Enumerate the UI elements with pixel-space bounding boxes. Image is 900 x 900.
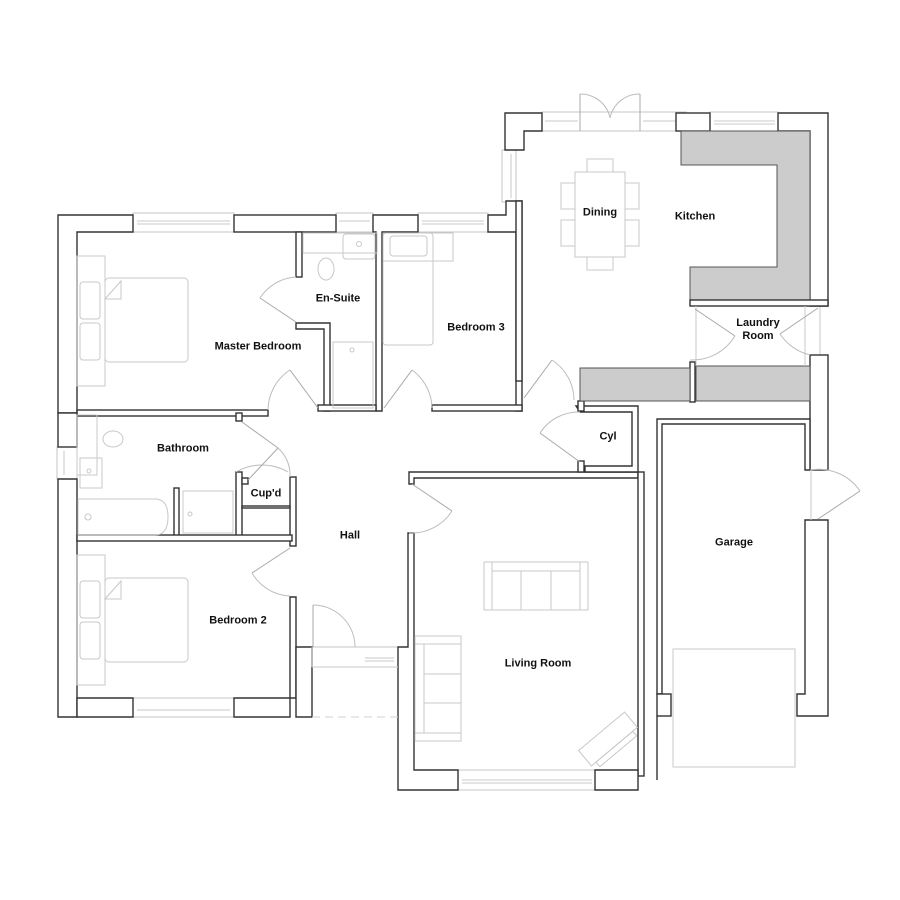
room-label-cupboard: Cup'd [250,487,282,500]
room-label-laundry-room: Laundry Room [736,317,780,342]
room-label-dining: Dining [582,206,618,219]
room-label-hall: Hall [339,529,361,542]
doors [235,93,861,648]
kitchen-counters [579,130,829,402]
furniture [76,158,806,768]
room-label-bedroom-2: Bedroom 2 [209,614,267,627]
room-label-master-bedroom: Master Bedroom [214,340,302,353]
room-label-en-suite: En-Suite [315,292,361,305]
room-label-bedroom-3: Bedroom 3 [447,321,505,334]
room-label-living-room: Living Room [504,657,572,670]
room-label-kitchen: Kitchen [674,210,716,223]
room-label-cyl: Cyl [599,430,617,443]
room-label-bathroom: Bathroom [157,442,209,455]
room-label-garage: Garage [715,536,753,549]
